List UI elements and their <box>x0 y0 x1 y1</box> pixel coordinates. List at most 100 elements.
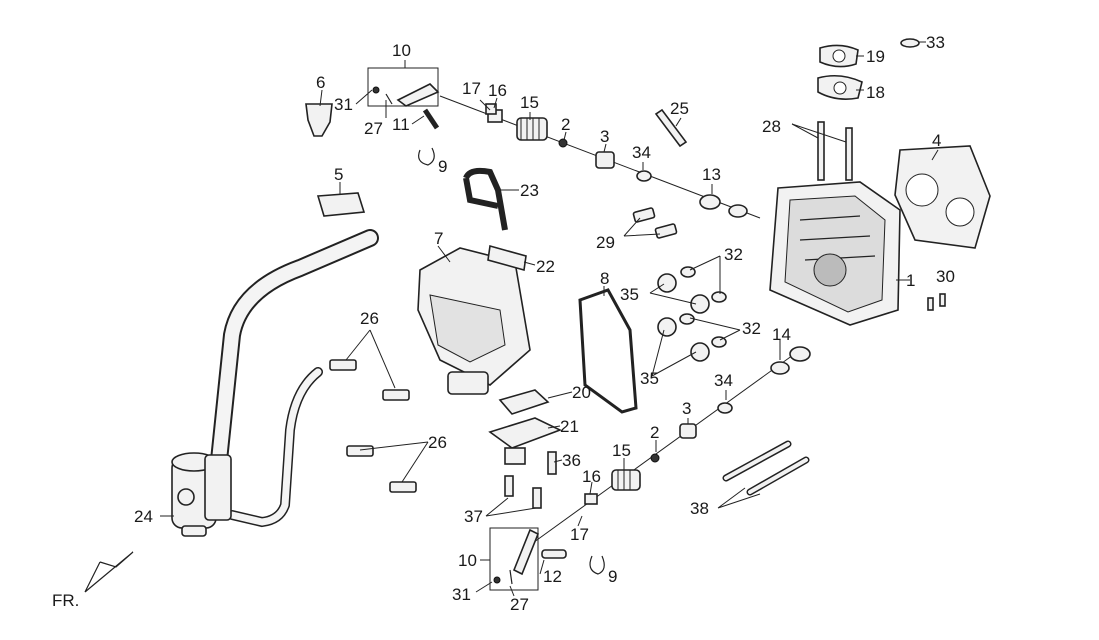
retainer-16-lower <box>584 493 598 505</box>
spring-clip-9-lower <box>589 555 605 575</box>
callout-34-lower: 34 <box>714 371 733 390</box>
retainer-upper <box>485 103 497 115</box>
callout-25: 25 <box>670 99 689 118</box>
gasket-19 <box>819 44 859 68</box>
valve-13 <box>699 194 748 218</box>
callout-19: 19 <box>866 47 885 66</box>
seat-3-upper <box>595 151 615 169</box>
callout-11: 11 <box>392 115 410 134</box>
valve-line-lower <box>529 349 801 546</box>
valve-lower <box>512 528 540 576</box>
valve-upper <box>372 83 440 130</box>
seat-3-lower <box>679 423 697 439</box>
studs-29 <box>632 207 678 239</box>
callout-18: 18 <box>866 83 885 102</box>
callout-5: 5 <box>334 165 343 184</box>
group-box-10-lower <box>489 527 539 591</box>
bolts-37 <box>504 475 542 509</box>
bracket-6 <box>305 103 333 137</box>
callout-15-lower: 15 <box>612 441 631 460</box>
leader-lines <box>160 41 939 597</box>
bolts-26-upper <box>329 359 410 401</box>
callout-29: 29 <box>596 233 615 252</box>
callout-21: 21 <box>560 417 579 436</box>
callout-2-lower: 2 <box>650 423 659 442</box>
cover-gasket-8 <box>578 288 638 414</box>
callout-9-lower: 9 <box>608 567 617 586</box>
pipe-bracket-23 <box>463 167 508 231</box>
spring-clip-9-upper <box>418 147 435 166</box>
callout-1: 1 <box>906 271 915 290</box>
callout-26-lower: 26 <box>428 433 447 452</box>
spring-15-lower <box>611 469 641 491</box>
callout-31-upper: 31 <box>334 95 353 114</box>
pair-valve-assembly <box>171 452 232 537</box>
front-direction-label: FR. <box>52 591 79 610</box>
head-gasket-4 <box>894 145 991 249</box>
callout-9-upper: 9 <box>438 157 447 176</box>
bolts-26-lower <box>346 445 417 493</box>
callout-8: 8 <box>600 269 609 288</box>
spring-15-upper <box>516 117 548 141</box>
cylinder-head <box>769 181 901 326</box>
callout-2-upper: 2 <box>561 115 570 134</box>
callout-37: 37 <box>464 507 483 526</box>
callout-31-lower: 31 <box>452 585 471 604</box>
callout-7: 7 <box>434 229 443 248</box>
callout-28: 28 <box>762 117 781 136</box>
studs-38 <box>722 440 810 496</box>
plate-22 <box>487 244 527 272</box>
spark-plug-25 <box>654 108 688 148</box>
callout-13: 13 <box>702 165 721 184</box>
valve-14 <box>770 346 811 375</box>
callout-10-lower: 10 <box>458 551 477 570</box>
exhaust-pipe <box>209 229 379 528</box>
callout-23: 23 <box>520 181 539 200</box>
gasket-20 <box>498 389 550 415</box>
callout-labels: 1 2 2 3 3 4 5 6 7 8 9 9 10 10 11 12 13 1… <box>134 33 955 614</box>
callout-20: 20 <box>572 383 591 402</box>
callout-16-upper: 16 <box>488 81 507 100</box>
callout-27-lower: 27 <box>510 595 529 614</box>
seal-2-lower <box>650 453 660 463</box>
callout-36: 36 <box>562 451 581 470</box>
callout-14: 14 <box>772 325 791 344</box>
callout-4: 4 <box>932 131 941 150</box>
callout-32-upper: 32 <box>724 245 743 264</box>
callout-12: 12 <box>543 567 562 586</box>
callout-17-lower: 17 <box>570 525 589 544</box>
callout-35-lower: 35 <box>640 369 659 388</box>
washers-32 <box>679 266 727 348</box>
callout-6: 6 <box>316 73 325 92</box>
front-direction-arrow: FR. <box>52 551 134 610</box>
o-ring-33 <box>900 38 920 48</box>
callout-24: 24 <box>134 507 153 526</box>
callout-22: 22 <box>536 257 555 276</box>
bolt-36 <box>547 451 557 475</box>
callout-3-lower: 3 <box>682 399 691 418</box>
cover-21 <box>488 417 563 465</box>
callout-26-upper: 26 <box>360 309 379 328</box>
callout-30: 30 <box>936 267 955 286</box>
callout-17-upper: 17 <box>462 79 481 98</box>
dowel-pins-30 <box>927 293 946 311</box>
callout-15-upper: 15 <box>520 93 539 112</box>
gasket-18 <box>817 74 863 100</box>
callout-38: 38 <box>690 499 709 518</box>
callout-34-upper: 34 <box>632 143 651 162</box>
key-27-lower <box>509 569 513 585</box>
nuts-35 <box>657 273 710 362</box>
callout-27-upper: 27 <box>364 119 383 138</box>
washer-34-lower <box>717 402 733 414</box>
callout-33: 33 <box>926 33 945 52</box>
washer-34-upper <box>636 170 652 182</box>
cotter-31-lower <box>493 576 501 584</box>
callout-35-upper: 35 <box>620 285 639 304</box>
callout-10-upper: 10 <box>392 41 411 60</box>
callout-16-lower: 16 <box>582 467 601 486</box>
cylinder-head-cover <box>417 247 531 395</box>
seal-2-upper <box>558 138 568 148</box>
studs-28 <box>817 121 853 181</box>
callout-3-upper: 3 <box>600 127 609 146</box>
